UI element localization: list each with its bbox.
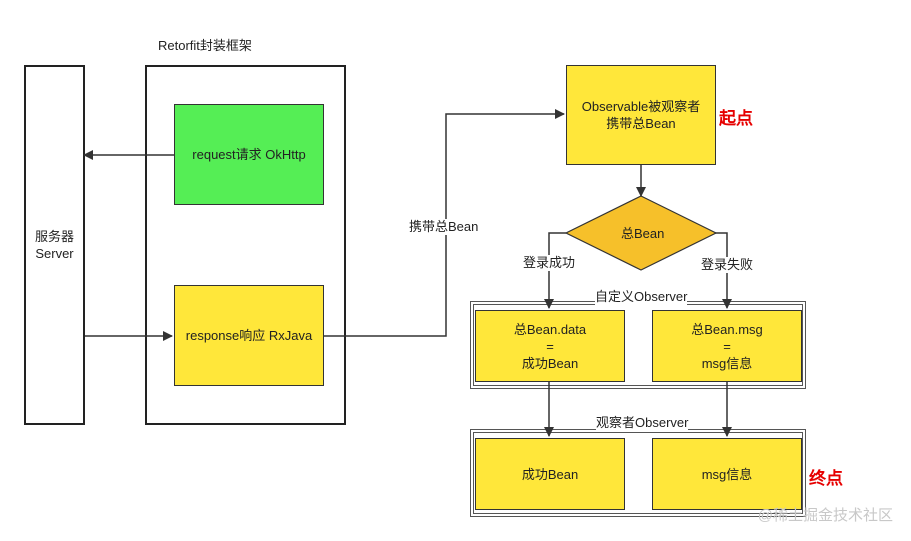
watermark: @稀土掘金技术社区 [757,507,893,524]
server-box: 服务器 Server [24,65,85,425]
observable-carry-label: 携带总Bean [606,116,676,131]
decision-diamond [564,195,718,271]
data-line-1: 总Bean.data [513,321,587,337]
success-bean-label: 成功Bean [521,466,579,482]
start-tag: 起点 [719,109,753,128]
carry-bean-label: 携带总Bean [409,219,479,235]
end-tag: 终点 [809,469,843,488]
observable-box: Observable被观察者 携带总Bean [566,65,716,165]
data-line-3: 成功Bean [521,355,579,371]
decision-to-fail-arrow [715,232,732,309]
decision-to-success-arrow [544,232,566,309]
decision-label: 总Bean [621,226,665,241]
observer-label: 观察者Observer [596,415,689,431]
custom-observer-label: 自定义Observer [595,289,688,305]
success-bean-box: 成功Bean [475,438,625,510]
retrofit-label: Retorfit封装框架 [158,38,252,53]
data-box: 总Bean.data = 成功Bean [475,310,625,382]
fail-label: 登录失败 [701,257,754,273]
msg-info-label: msg信息 [701,466,753,482]
msg-line-3: msg信息 [701,355,753,371]
server-label-cn: 服务器 [34,229,74,244]
request-box: request请求 OkHttp [174,104,324,205]
response-box: response响应 RxJava [174,285,324,386]
data-line-2: = [546,338,554,354]
observable-label: Observable被观察者 [581,99,701,114]
msg-box: 总Bean.msg = msg信息 [652,310,802,382]
request-label: request请求 OkHttp [192,147,306,162]
msg-info-box: msg信息 [652,438,802,510]
server-label-en: Server [35,246,74,261]
success-label: 登录成功 [523,255,576,271]
response-label: response响应 RxJava [185,328,313,343]
msg-line-1: 总Bean.msg [691,321,763,337]
msg-line-2: = [723,338,731,354]
